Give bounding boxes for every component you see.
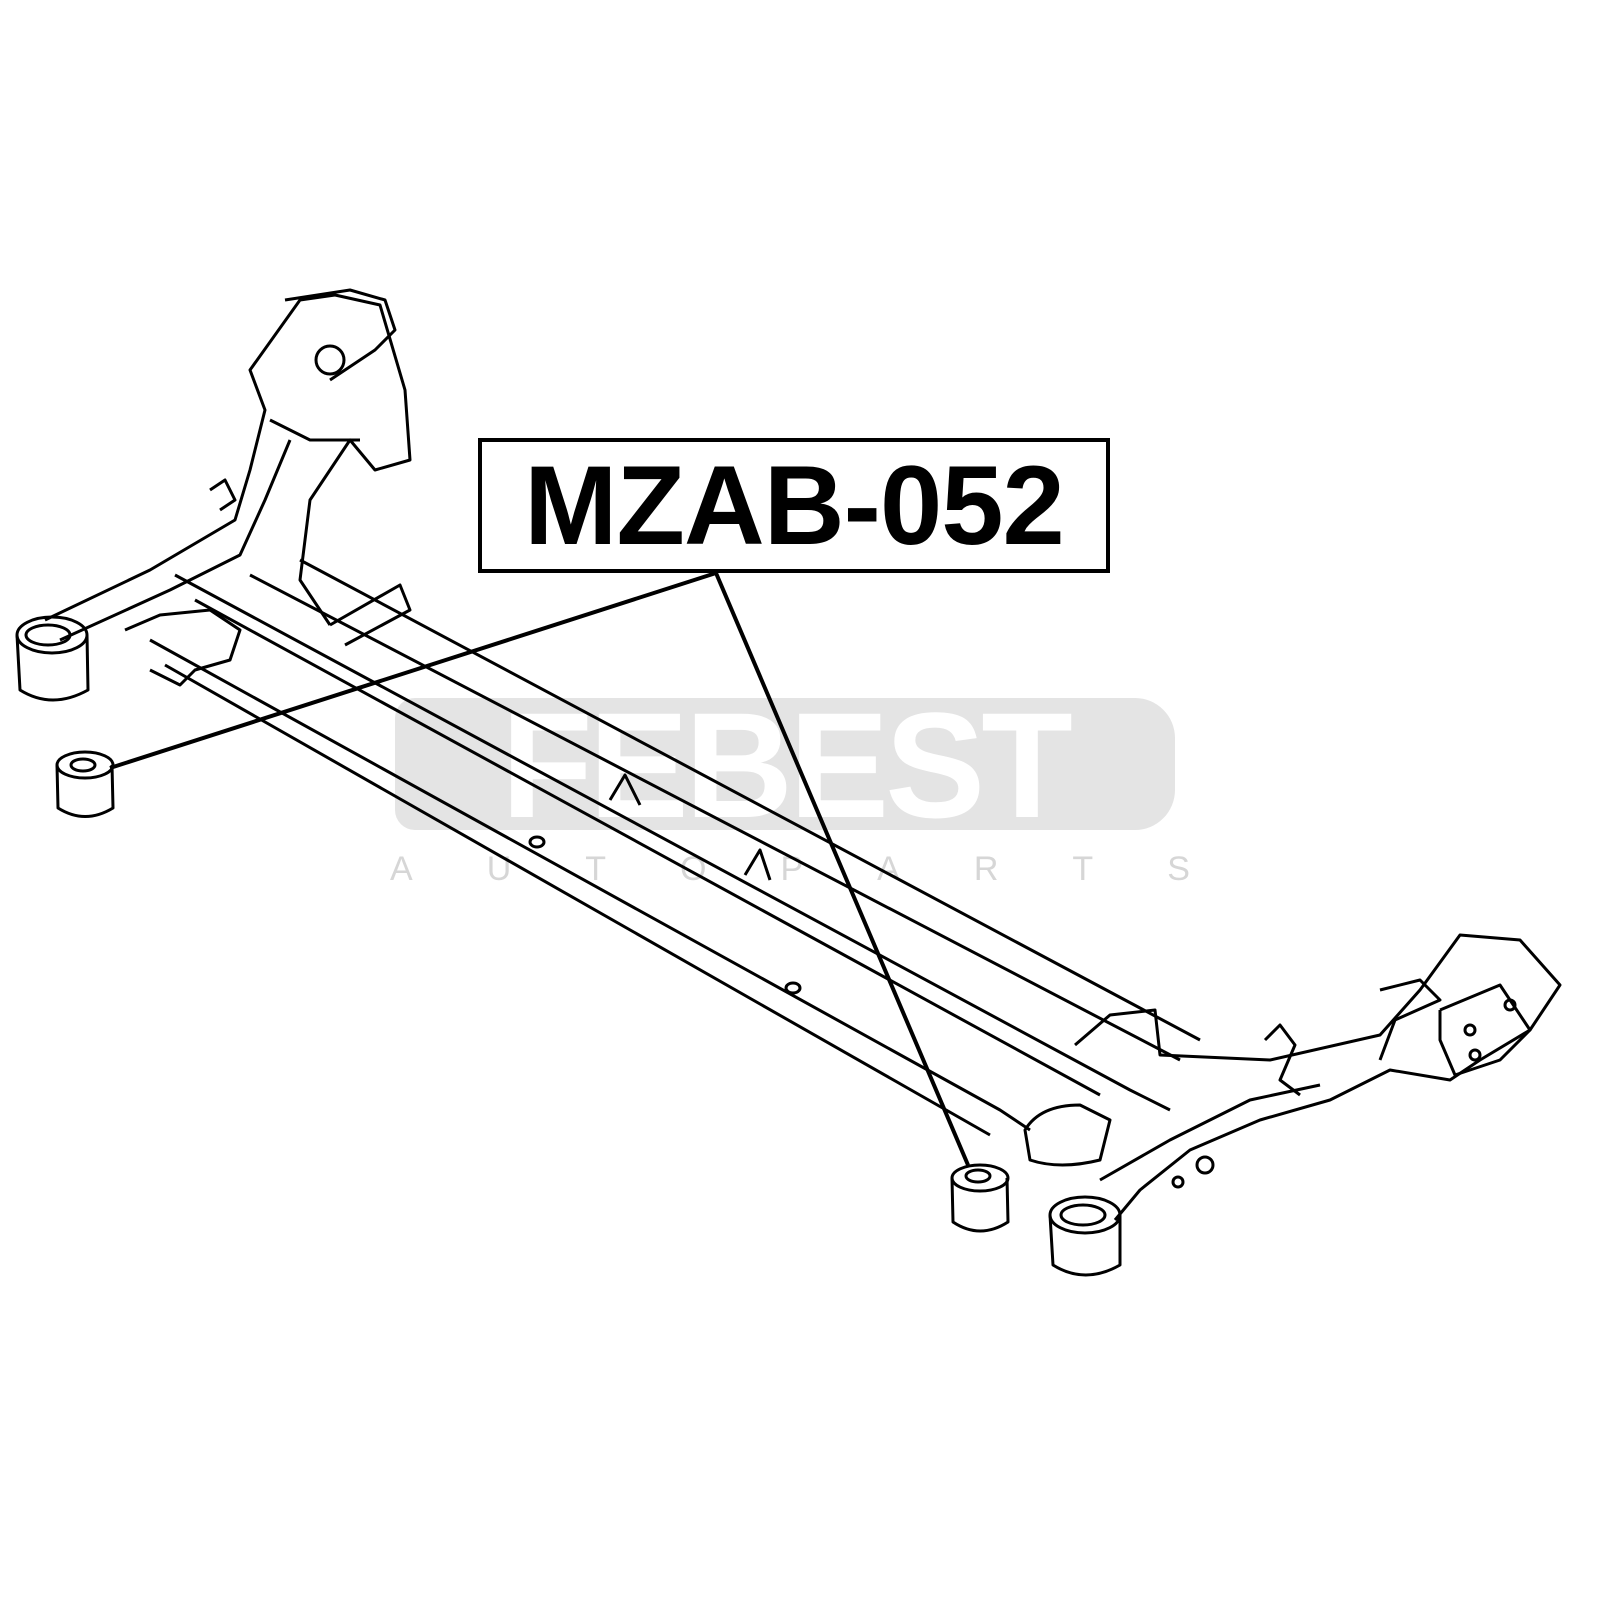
leader-line-left <box>109 571 717 770</box>
watermark-subtitle: A U T O P A R T S <box>390 850 1190 889</box>
bushing-part-left <box>55 750 115 818</box>
right-arm-bushing <box>1048 1195 1122 1277</box>
watermark-letter: A <box>390 850 413 888</box>
watermark-letter: R <box>973 850 999 888</box>
left-arm-bushing <box>15 615 90 702</box>
watermark-letter: T <box>585 850 607 888</box>
torsion-beam <box>149 558 1201 1137</box>
right-trailing-arm <box>1023 933 1562 1221</box>
leader-line-right <box>714 572 970 1166</box>
watermark-brand: FEBEST <box>501 681 1073 849</box>
watermark-letter: S <box>1167 850 1190 888</box>
beam-holes <box>528 773 802 995</box>
part-number-label: MZAB-052 <box>478 438 1110 573</box>
bushing-part-right <box>950 1163 1010 1233</box>
left-trailing-arm <box>44 288 412 687</box>
watermark-letter: T <box>1072 850 1094 888</box>
